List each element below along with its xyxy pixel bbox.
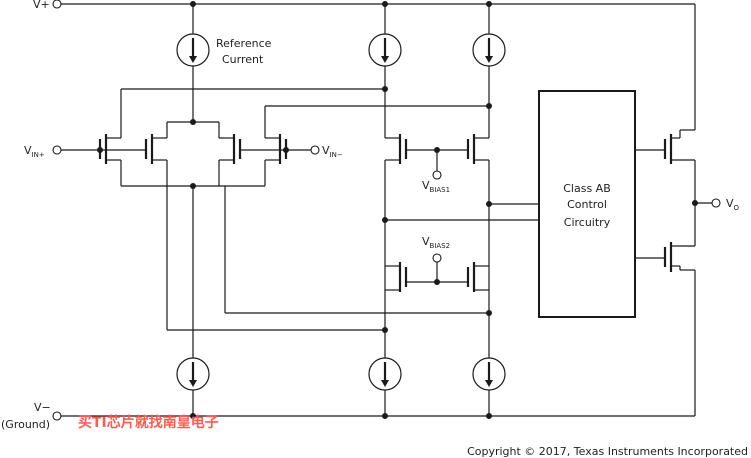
- vin-minus-terminal: [310, 145, 320, 155]
- vin-minus-label: VIN−: [322, 144, 343, 159]
- negative-supply-rail: [61, 269, 696, 417]
- classab-label-line3: Circuitry: [564, 216, 611, 229]
- current-source-top-right: [472, 4, 506, 138]
- watermark-text: 买TI芯片就找南皇电子: [78, 414, 219, 431]
- junction-dots: [97, 1, 698, 419]
- class-ab-control-block: [538, 90, 636, 318]
- output-stage: [635, 130, 712, 272]
- vbias1-label: VBIAS1: [422, 179, 450, 194]
- vin-plus-terminal: [52, 145, 62, 155]
- classab-label-line1: Class AB: [563, 182, 611, 195]
- reference-current-source: [176, 4, 210, 122]
- vplus-label: V+: [33, 0, 50, 11]
- vplus-terminal: [52, 0, 62, 9]
- vin-plus-label: VIN+: [24, 144, 45, 159]
- vbias1-terminal: [432, 170, 442, 180]
- upper-cascode-pair: [384, 134, 539, 266]
- vout-terminal: [711, 198, 721, 208]
- copyright-text: Copyright © 2017, Texas Instruments Inco…: [467, 445, 748, 458]
- lower-cascode-pair: [384, 262, 490, 292]
- current-source-bottom-mid: [368, 290, 402, 416]
- current-source-bottom-left: [176, 186, 210, 416]
- current-source-top-mid: [368, 4, 402, 138]
- current-source-bottom-right: [472, 290, 506, 416]
- vminus-terminal: [52, 411, 62, 421]
- reference-label-line2: Current: [222, 53, 264, 66]
- classab-label-line2: Control: [567, 198, 607, 211]
- reference-label-line1: Reference: [216, 37, 272, 50]
- ground-label: (Ground): [1, 418, 50, 431]
- input-pmos-pair: [61, 88, 489, 331]
- positive-supply-rail: [61, 3, 696, 131]
- vbias2-terminal: [432, 253, 442, 263]
- vout-label: VO: [726, 197, 740, 212]
- vminus-label: V−: [34, 401, 51, 414]
- vbias2-label: VBIAS2: [422, 235, 450, 250]
